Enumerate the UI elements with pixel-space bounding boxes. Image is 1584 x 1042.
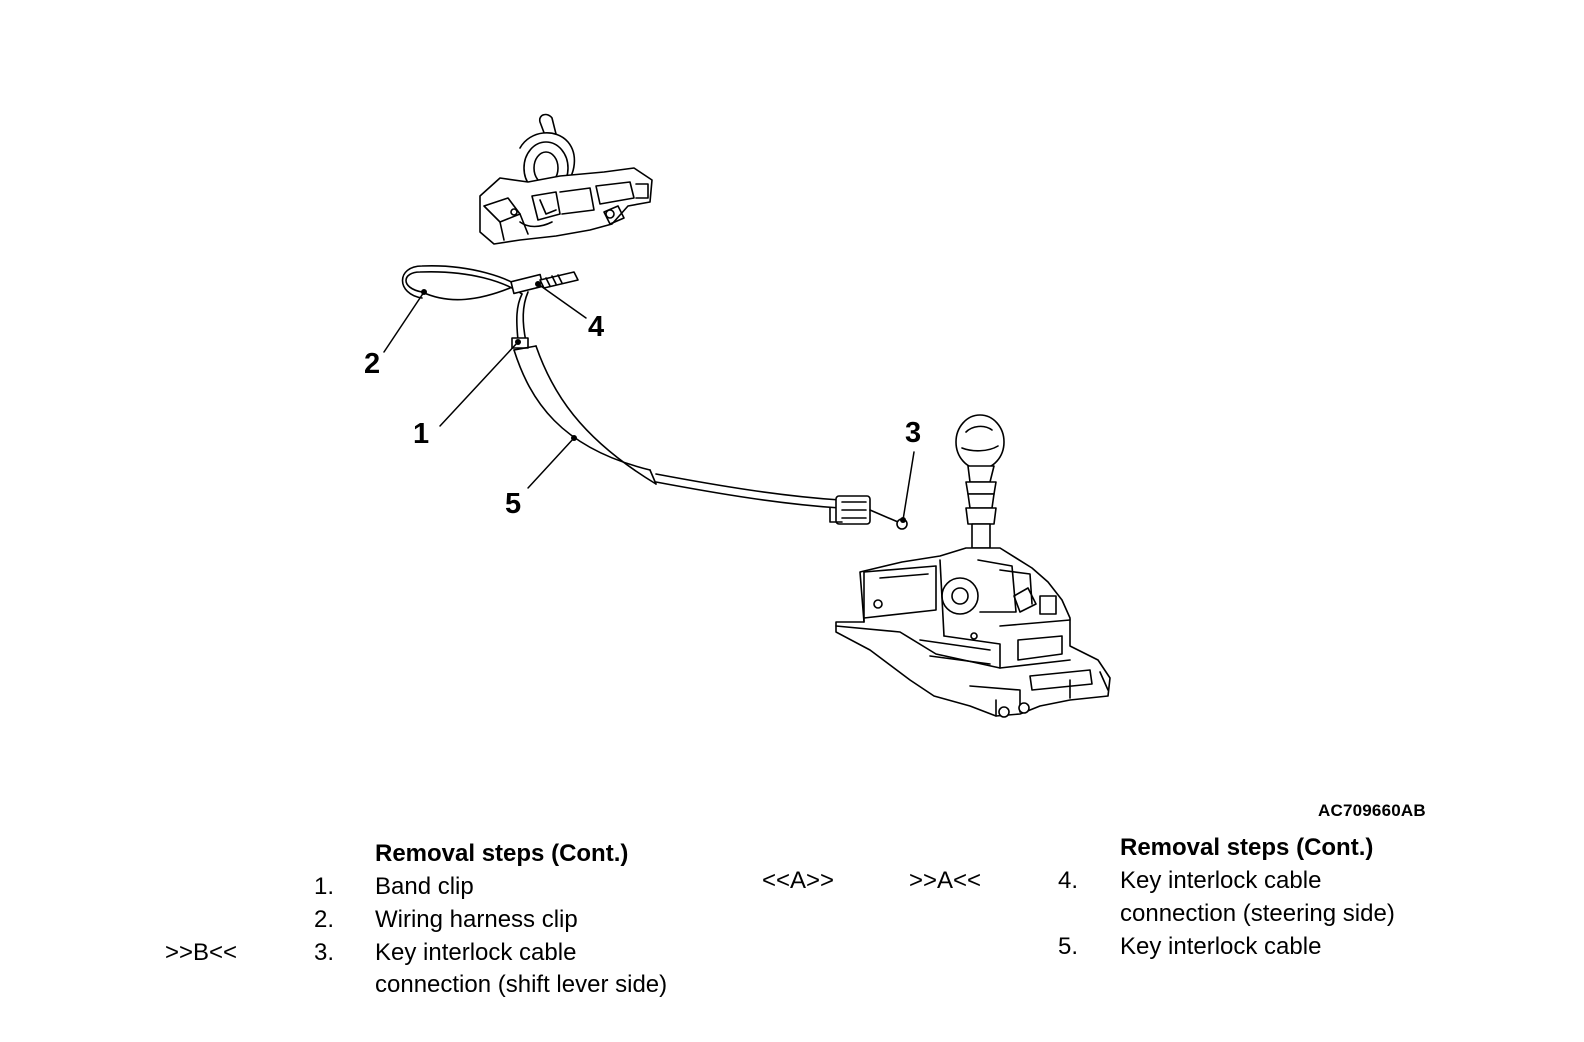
callout-3: 3 [905, 417, 922, 449]
steering-lock-housing-drawing [479, 113, 653, 245]
step-number: 4. [1058, 867, 1079, 894]
step-marker: >>B<< [165, 939, 238, 966]
key-interlock-cable-drawing [401, 265, 908, 530]
right-steps-heading: Removal steps (Cont.) [1120, 834, 1374, 861]
step-marker: <<A>> [762, 867, 835, 894]
callout-2: 2 [364, 348, 381, 380]
callout-4: 4 [588, 311, 605, 343]
step-text: connection (shift lever side) [375, 971, 668, 998]
leader-line-2 [383, 291, 425, 353]
leader-dots [421, 281, 906, 523]
step-text: Band clip [375, 873, 474, 900]
step-number: 3. [314, 939, 335, 966]
step-text: Key interlock cable [375, 939, 577, 966]
step-number: 5. [1058, 933, 1079, 960]
leader-lines [383, 283, 915, 521]
leader-line-5 [527, 437, 575, 489]
leader-line-4 [537, 283, 587, 319]
leader-line-1 [439, 341, 519, 427]
left-steps-heading: Removal steps (Cont.) [375, 840, 629, 867]
step-number: 1. [314, 873, 335, 900]
step-marker: >>A<< [909, 867, 982, 894]
shift-lever-assembly-drawing [835, 414, 1111, 718]
figure-code: AC709660AB [1318, 801, 1426, 820]
leader-line-3 [902, 451, 915, 521]
callout-5: 5 [505, 488, 522, 520]
step-text: Key interlock cable [1120, 867, 1322, 894]
step-number: 2. [314, 906, 335, 933]
step-text: connection (steering side) [1120, 900, 1395, 927]
step-text: Key interlock cable [1120, 933, 1322, 960]
step-text: Wiring harness clip [375, 906, 578, 933]
callout-1: 1 [413, 418, 430, 450]
